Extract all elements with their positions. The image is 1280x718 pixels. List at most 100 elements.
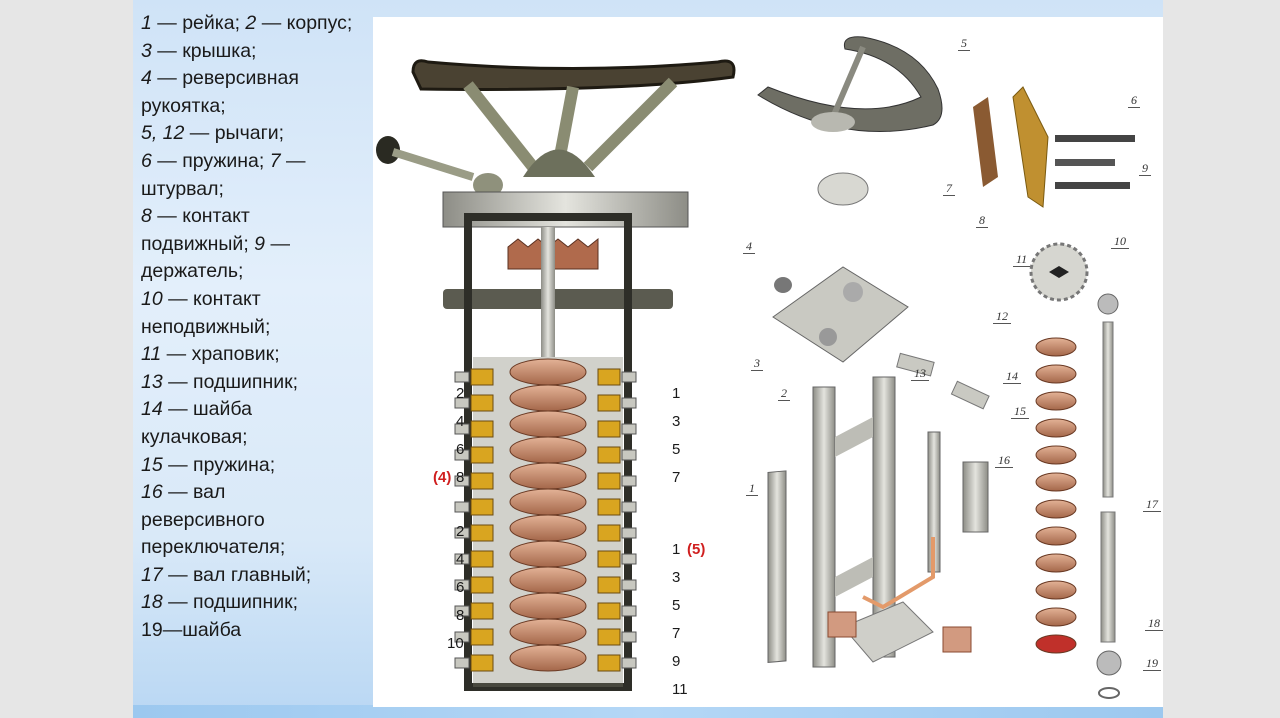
legend-line: 19—шайба	[141, 617, 401, 645]
legend-text: — контакт	[162, 287, 261, 310]
contact-left	[470, 628, 494, 646]
exploded-contact-block-icon	[973, 86, 1135, 208]
contact-right	[597, 524, 621, 542]
legend-text: —	[280, 149, 306, 172]
part-number-label: 2	[778, 387, 790, 401]
contact-bolt	[621, 553, 637, 565]
legend-number: 17	[141, 563, 163, 586]
exploded-steering-wheel-icon	[757, 36, 943, 206]
exploded-cover-plate-icon	[772, 266, 909, 363]
contact-right	[597, 602, 621, 620]
exploded-cam-washer	[1035, 526, 1077, 546]
legend-line: неподвижный;	[141, 314, 401, 342]
legend-number: 15	[141, 453, 163, 476]
exploded-cam-washer	[1035, 499, 1077, 519]
contact-bolt	[454, 579, 470, 591]
legend-text: рукоятка;	[141, 94, 226, 117]
contact-right	[597, 628, 621, 646]
legend-text: реверсивного	[141, 508, 265, 531]
legend-line: 1 — рейка; 2 — корпус;	[141, 10, 401, 38]
callout-number: 11	[672, 681, 688, 698]
callout-marker: (5)	[687, 541, 706, 558]
callout-number: 10	[447, 635, 464, 652]
contact-bolt	[454, 605, 470, 617]
contact-left	[470, 368, 494, 386]
contact-left	[470, 394, 494, 412]
contact-bolt	[454, 631, 470, 643]
legend-line: 3 — крышка;	[141, 38, 401, 66]
contact-left	[470, 550, 494, 568]
cam-washer	[509, 384, 587, 412]
contact-right	[597, 420, 621, 438]
callout-marker: (4)	[433, 469, 452, 486]
callout-number: 7	[672, 625, 681, 642]
legend-line: рукоятка;	[141, 93, 401, 121]
legend-text: — рычаги;	[184, 122, 284, 145]
cam-washer	[509, 540, 587, 568]
contact-right	[597, 550, 621, 568]
legend-text: — контакт	[151, 205, 250, 228]
legend-text: — реверсивная	[151, 67, 299, 90]
parts-legend: 1 — рейка; 2 — корпус;3 — крышка; 4 — ре…	[141, 10, 401, 645]
legend-text: —	[265, 232, 290, 255]
legend-number: 16	[141, 481, 163, 504]
callout-number: 6	[456, 579, 465, 596]
exploded-cam-washer	[1035, 553, 1077, 573]
part-number-label: 5	[958, 37, 970, 51]
exploded-main-shaft-icon	[1096, 293, 1122, 699]
contact-bolt	[621, 423, 637, 435]
contact-bolt	[454, 371, 470, 383]
callout-number: 1	[672, 385, 681, 402]
exploded-cam-washer	[1035, 472, 1077, 492]
exploded-cam-washer	[1035, 580, 1077, 600]
part-number-label: 17	[1143, 498, 1161, 512]
legend-text: — шайба	[162, 398, 252, 421]
contact-bolt	[621, 579, 637, 591]
part-number-label: 18	[1145, 617, 1163, 631]
legend-number: 7	[269, 149, 281, 172]
part-number-label: 11	[1013, 253, 1031, 267]
contact-bolt	[621, 475, 637, 487]
contact-bolt	[621, 605, 637, 617]
reverse-handle-icon	[376, 136, 503, 197]
part-number-label: 15	[1011, 405, 1029, 419]
legend-number: 13	[141, 370, 163, 393]
legend-text: переключателя;	[141, 536, 286, 559]
callout-number: 4	[456, 551, 465, 568]
legend-line: держатель;	[141, 258, 401, 286]
legend-line: 10 — контакт	[141, 286, 401, 314]
legend-number: 1	[141, 12, 152, 34]
contact-rows	[454, 368, 637, 672]
callout-number: 9	[672, 653, 681, 670]
cam-washer	[509, 514, 587, 542]
part-number-label: 10	[1111, 235, 1129, 249]
slide-bottom-band	[133, 705, 1163, 718]
contact-left	[470, 602, 494, 620]
legend-text: 19—шайба	[141, 619, 242, 642]
contact-bolt	[621, 397, 637, 409]
legend-text: — вал	[162, 481, 226, 504]
contact-bolt	[454, 657, 470, 669]
callout-number: 7	[672, 469, 681, 486]
legend-text: — пружина;	[162, 453, 276, 476]
cam-washer	[509, 462, 587, 490]
contact-bolt	[454, 423, 470, 435]
callout-number: 2	[456, 385, 465, 402]
cam-washer	[509, 592, 587, 620]
callout-number: 5	[672, 441, 681, 458]
contact-left	[470, 472, 494, 490]
steering-wheel-icon	[411, 59, 736, 177]
callout-number: 3	[672, 569, 681, 586]
legend-text: — крышка;	[151, 39, 257, 62]
legend-number: 2	[245, 12, 257, 34]
contact-bolt	[454, 501, 470, 513]
part-number-label: 3	[751, 357, 763, 371]
callout-number: 8	[456, 607, 465, 624]
contact-right	[597, 654, 621, 672]
legend-text: — храповик;	[161, 343, 280, 366]
part-number-label: 19	[1143, 657, 1161, 671]
legend-number: 8	[141, 205, 152, 228]
part-number-label: 8	[976, 214, 988, 228]
callout-number: 3	[672, 413, 681, 430]
